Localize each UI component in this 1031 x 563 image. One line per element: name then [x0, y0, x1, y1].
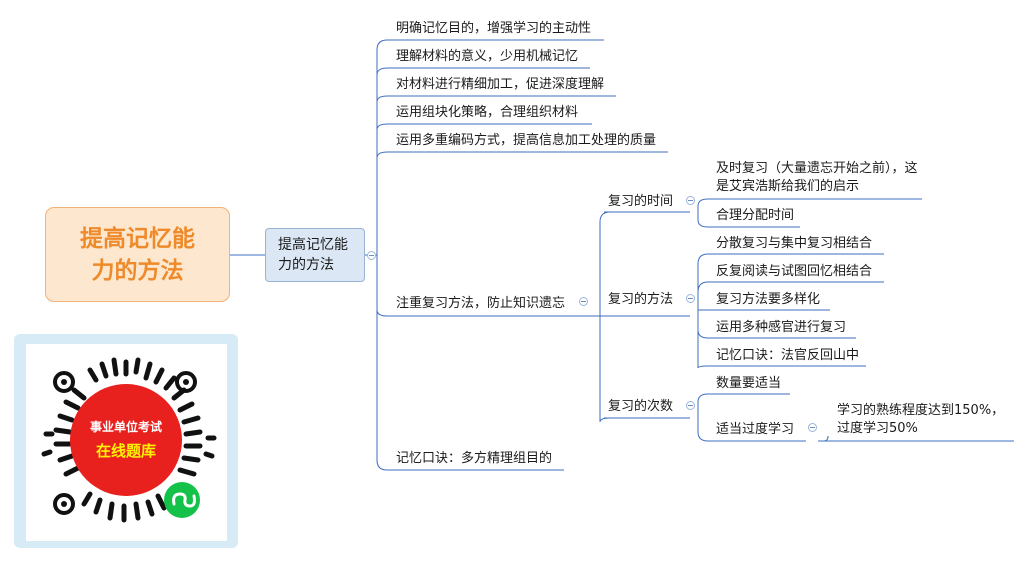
method-item-4[interactable]: 运用多种感官进行复习: [716, 320, 847, 335]
branch-7[interactable]: 记忆口诀：多方精理组目的: [396, 451, 553, 466]
review-method[interactable]: 复习的方法: [608, 292, 674, 307]
review-method-collapse-icon[interactable]: [686, 294, 695, 303]
method-item-2[interactable]: 反复阅读与试图回忆相结合: [716, 264, 873, 279]
branch-6-collapse-icon[interactable]: [579, 297, 588, 306]
method-item-1[interactable]: 分散复习与集中复习相结合: [716, 236, 873, 251]
time-item-2[interactable]: 合理分配时间: [716, 208, 795, 223]
root-node[interactable]: 提高记忆能力的方法: [45, 207, 230, 302]
method-item-5[interactable]: 记忆口诀：法官反回山中: [716, 348, 860, 363]
branch-3[interactable]: 对材料进行精细加工，促进深度理解: [396, 77, 605, 92]
branch-6[interactable]: 注重复习方法，防止知识遗忘: [396, 296, 566, 311]
review-time-collapse-icon[interactable]: [686, 196, 695, 205]
review-count-collapse-icon[interactable]: [686, 401, 695, 410]
branch-1[interactable]: 明确记忆目的，增强学习的主动性: [396, 21, 592, 36]
branch-5[interactable]: 运用多重编码方式，提高信息加工处理的质量: [396, 133, 657, 148]
review-time[interactable]: 复习的时间: [608, 194, 674, 209]
root-label: 提高记忆能力的方法: [80, 225, 195, 284]
count-item-2-collapse-icon[interactable]: [808, 423, 817, 432]
main-collapse-icon[interactable]: [367, 251, 376, 260]
time-item-1[interactable]: 及时复习（大量遗忘开始之前），这是艾宾浩斯给我们的启示: [716, 161, 918, 194]
branch-2[interactable]: 理解材料的意义，少用机械记忆: [396, 49, 579, 64]
main-topic-label: 提高记忆能力的方法: [278, 237, 348, 273]
review-count[interactable]: 复习的次数: [608, 399, 674, 414]
overlearn-detail[interactable]: 学习的熟练程度达到150%，过度学习50%: [837, 403, 1005, 436]
method-item-3[interactable]: 复习方法要多样化: [716, 292, 821, 307]
qr-line1: 事业单位考试: [89, 420, 162, 434]
count-item-1[interactable]: 数量要适当: [716, 376, 782, 391]
main-topic[interactable]: 提高记忆能力的方法: [265, 228, 365, 282]
qr-line2: 在线题库: [95, 442, 156, 460]
qr-code-graphic: [41, 357, 217, 523]
count-item-2[interactable]: 适当过度学习: [716, 422, 795, 437]
branch-4[interactable]: 运用组块化策略，合理组织材料: [396, 105, 579, 120]
